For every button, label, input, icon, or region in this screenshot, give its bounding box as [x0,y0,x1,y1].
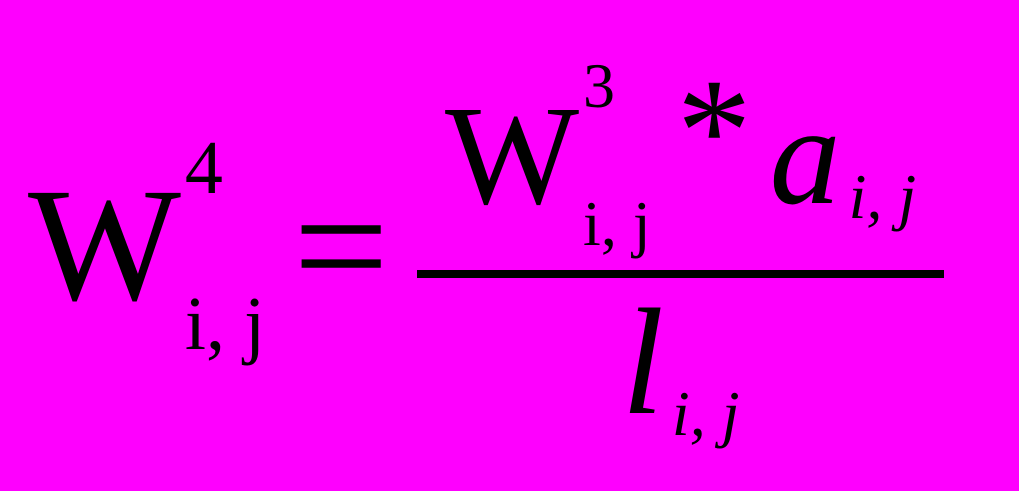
numerator-w-term: W 3 i, j [445,49,651,259]
lhs-term: W 4 i, j [28,130,265,362]
lhs-superscript: 4 [184,125,223,210]
numerator: W 3 i, j * a i, j [417,47,945,278]
numerator-w-base-symbol: W [445,75,580,234]
multiplication-asterisk: * [676,47,752,214]
numerator-w-scripts: 3 i, j [583,49,651,259]
numerator-w-superscript: 3 [583,49,616,121]
equation: W 4 i, j = W 3 i, j * a [0,47,945,446]
denominator-l-subscript: i, j [671,377,740,449]
lhs-scripts: 4 i, j [185,130,265,362]
numerator-w-subscript: i, j [583,187,651,259]
numerator-a-term: a i, j [769,75,917,234]
lhs-base-symbol: W [28,155,181,335]
numerator-a-subscript: i, j [848,160,917,232]
equals-sign: = [293,151,390,340]
denominator-l-base-symbol: l [621,277,664,446]
fraction: W 3 i, j * a i, j l i, j [417,47,945,446]
numerator-a-base-symbol: a [769,75,841,234]
lhs-subscript: i, j [184,281,266,366]
denominator: l i, j [621,277,740,446]
